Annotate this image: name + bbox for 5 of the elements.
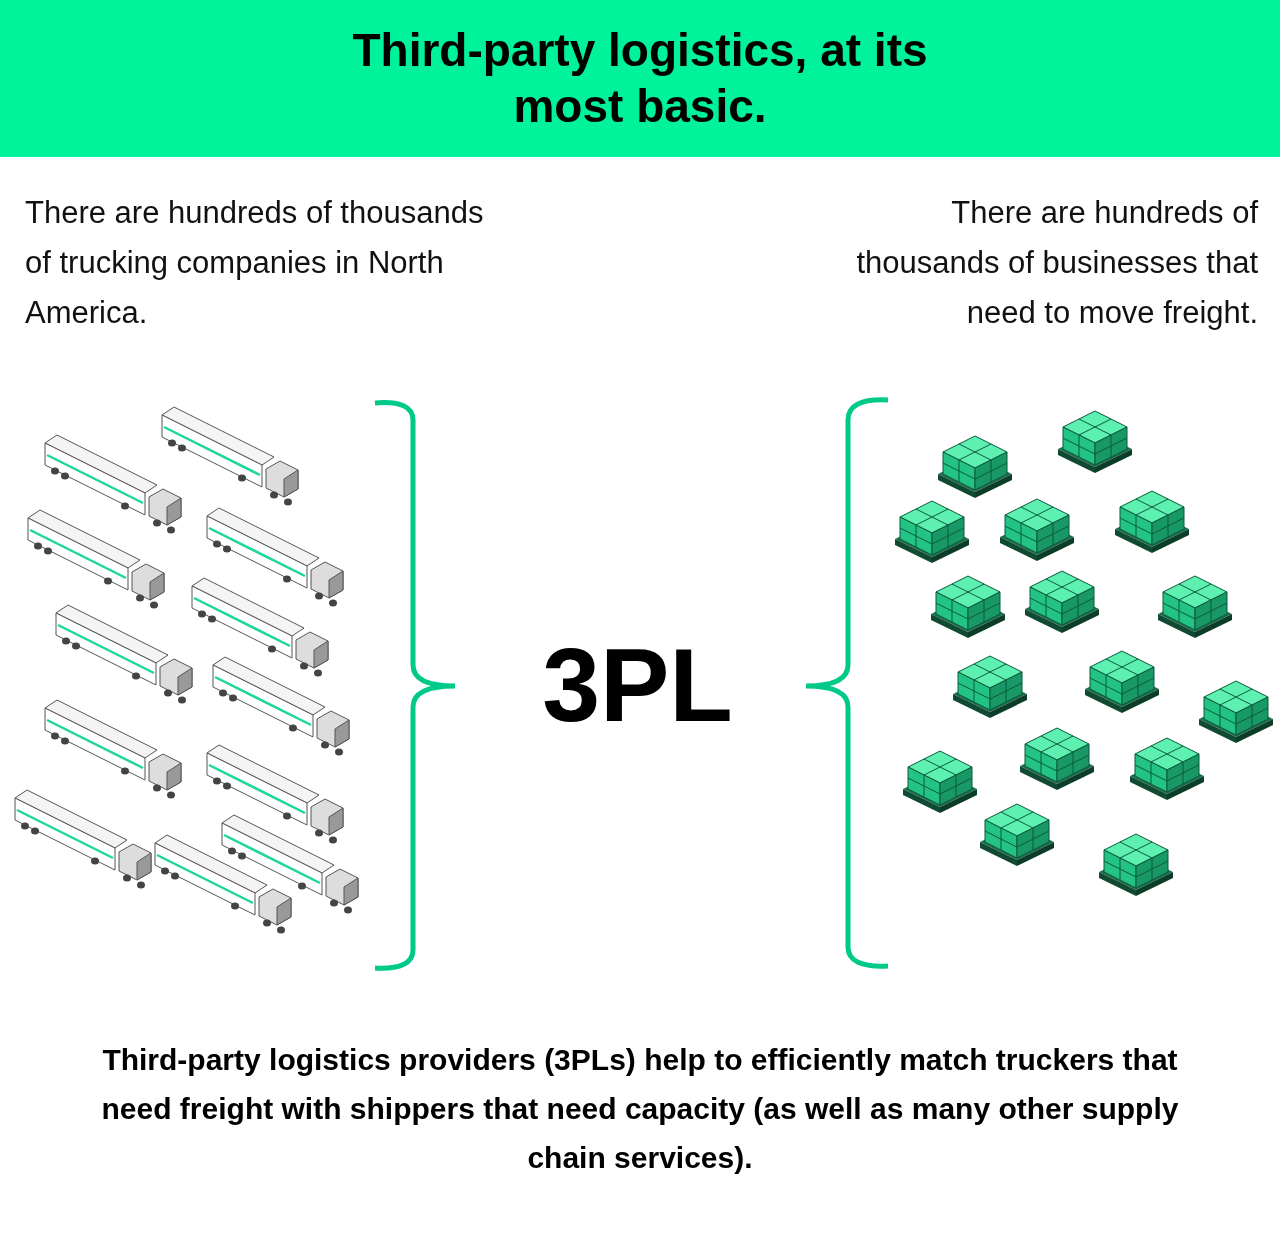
- caption: Third-party logistics providers (3PLs) help to efficiently match truckers that need freight with shippers that need capacity (as well as many other supply chain services).: [100, 1042, 1180, 1176]
- title: Third-party logistics, at its most basic.: [351, 23, 929, 134]
- description-text: There are hundreds of thousands of businesses that need to move freight.: [855, 194, 1258, 332]
- description-text: There are hundreds of thousands of trucking companies in North America.: [25, 194, 485, 332]
- center-label: 3PL: [541, 626, 734, 745]
